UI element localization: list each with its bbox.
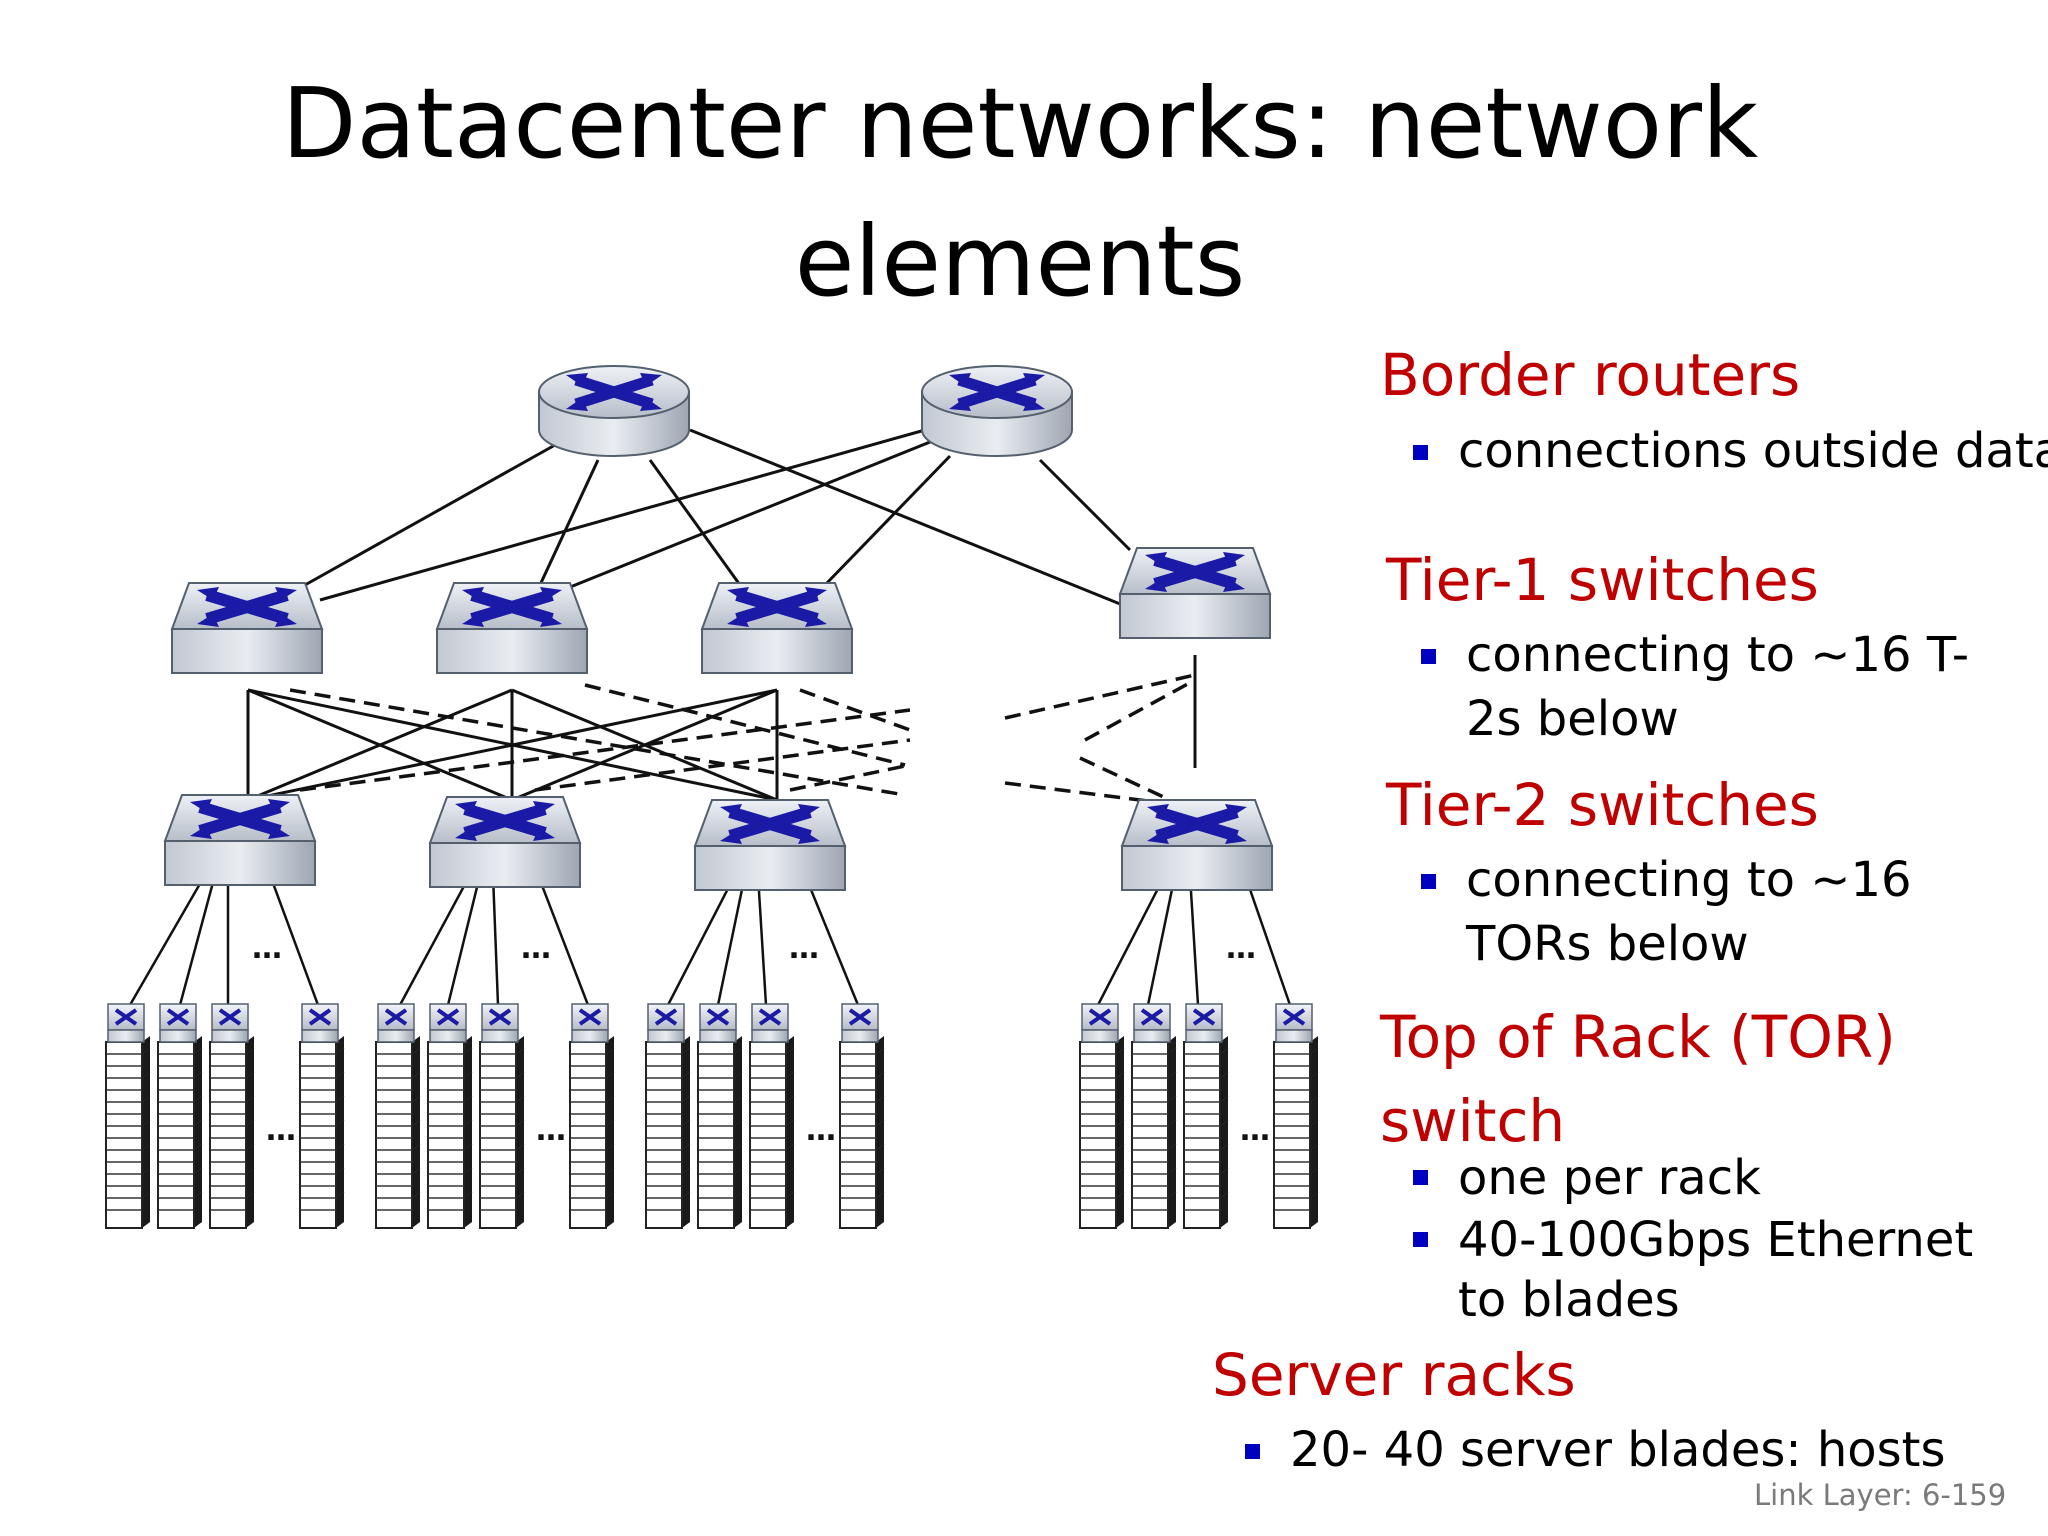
ellipsis-racks-3: … (806, 1113, 836, 1148)
tor-switch (376, 1002, 416, 1044)
ellipsis-racks-4: … (1240, 1113, 1270, 1148)
tor-switch (210, 1002, 250, 1044)
slide-title: Datacenter networks: network elements (0, 55, 2040, 331)
ellipsis-racks-1: … (266, 1113, 296, 1148)
tier1-bullet: connecting to ~16 T- 2s below (1421, 623, 1969, 751)
ellipsis-tor-links-4: … (1226, 931, 1256, 966)
bullet-square-icon (1413, 1232, 1428, 1247)
rack-group-1 (105, 1002, 345, 1229)
tor-switch (750, 1002, 790, 1044)
bullet-square-icon (1413, 1170, 1428, 1185)
rack-group-4 (1079, 1002, 1319, 1229)
tor-switch (570, 1002, 610, 1044)
slide-title-line-1: Datacenter networks: network (281, 67, 1759, 180)
tier1-to-tier2-links (246, 655, 1197, 802)
tier1-heading: Tier-1 switches (1386, 546, 1819, 614)
tor-bullet-2: 40-100Gbps Ethernet to blades (1413, 1210, 1973, 1330)
bullet-square-icon (1245, 1444, 1260, 1459)
slide-footer: Link Layer: 6-159 (1754, 1478, 2007, 1512)
slide-title-line-2: elements (794, 205, 1246, 318)
tier1-switch-1 (172, 583, 322, 673)
border-routers-heading: Border routers (1380, 341, 1801, 409)
bullet-square-icon (1413, 445, 1428, 460)
tor-switch (1184, 1002, 1224, 1044)
border-router-1 (539, 366, 689, 456)
tor-switch (428, 1002, 468, 1044)
rack-group-2 (375, 1002, 615, 1229)
bullet-square-icon (1421, 649, 1436, 664)
bullet-square-icon (1421, 874, 1436, 889)
rack-group-3 (645, 1002, 885, 1229)
border-router-2 (922, 366, 1072, 456)
tor-switch (158, 1002, 198, 1044)
tor-switch (646, 1002, 686, 1044)
tor-switch (300, 1002, 340, 1044)
ellipsis-tor-links-3: … (789, 931, 819, 966)
tier2-switch-4 (1122, 800, 1272, 890)
border-to-tier1-links (304, 428, 1132, 610)
tor-bullet-1: one per rack (1413, 1148, 1761, 1208)
tor-switch (106, 1002, 146, 1044)
ellipsis-racks-2: … (536, 1113, 566, 1148)
ellipsis-tor-links-2: … (521, 931, 551, 966)
tier2-to-tor-links (128, 874, 1292, 1006)
tier2-heading: Tier-2 switches (1386, 771, 1819, 839)
tier1-switch-2 (437, 583, 587, 673)
tier1-switch-3 (702, 583, 852, 673)
tier2-bullet: connecting to ~16 TORs below (1421, 848, 1912, 976)
tor-switch (480, 1002, 520, 1044)
tier2-switch-1 (165, 795, 315, 885)
tor-switch (1132, 1002, 1172, 1044)
server-racks-heading: Server racks (1212, 1341, 1576, 1409)
ellipsis-tor-links-1: … (252, 931, 282, 966)
tor-switch (698, 1002, 738, 1044)
tier1-to-tier2-dashed-links (289, 673, 1196, 807)
tor-switch (1274, 1002, 1314, 1044)
tier2-switch-2 (430, 797, 580, 887)
tor-switch (840, 1002, 880, 1044)
server-racks-bullet: 20- 40 server blades: hosts (1245, 1418, 1945, 1482)
tor-heading: Top of Rack (TOR) switch (1380, 1003, 1896, 1155)
tor-switch (1080, 1002, 1120, 1044)
border-routers-bullet: connections outside datac (1413, 419, 2048, 483)
tier1-switch-4 (1120, 548, 1270, 638)
tier2-switch-3 (695, 800, 845, 890)
